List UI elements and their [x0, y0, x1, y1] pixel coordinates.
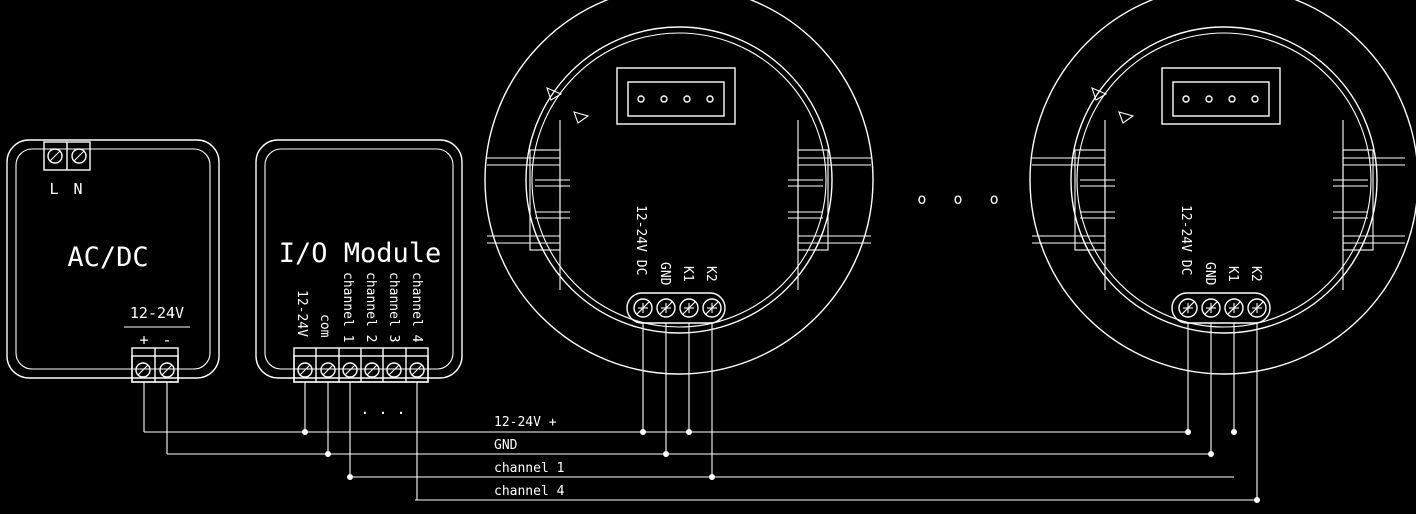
- junction-dot: [663, 451, 669, 457]
- device-2-top-connector: [1161, 67, 1281, 125]
- wiring: 12-24V + GND channel 1 channel 4: [143, 323, 1260, 503]
- device-1-outer-ring: [484, 0, 874, 375]
- terminal-screw-icon: [297, 362, 313, 378]
- device-1-right-clip: [788, 120, 871, 290]
- junction-dot: [347, 474, 353, 480]
- device-1-label-12-24v-dc: 12-24V DC: [633, 205, 648, 275]
- junction-dot: [1208, 451, 1214, 457]
- terminal-screw-icon: [386, 362, 402, 378]
- io-terminal-label-channel-1: channel 1: [340, 272, 355, 342]
- terminal-screw-icon: [1201, 298, 1221, 318]
- bus-label-channel-4: channel 4: [494, 484, 565, 499]
- terminal-screw-icon: [1247, 298, 1267, 318]
- terminal-screw-icon: [1178, 298, 1198, 318]
- acdc-minus-label: -: [162, 331, 171, 349]
- device-2-inner-ring: [1070, 26, 1378, 334]
- junction-dot: [1231, 429, 1237, 435]
- acdc-output-terminal: [131, 347, 179, 383]
- triangle-marker-icon: [546, 87, 563, 101]
- io-module: I/O Module 12-24V com channel 1 channel …: [255, 139, 463, 418]
- device-2-terminal-block: [1171, 292, 1271, 324]
- acdc-title: AC/DC: [67, 242, 148, 273]
- acdc-label-L: L: [49, 180, 58, 198]
- io-terminal-label-channel-3: channel 3: [386, 272, 401, 342]
- acdc-input-terminal: [43, 141, 91, 171]
- continuation-dots: o o o: [917, 190, 998, 208]
- io-ellipsis: . . .: [360, 400, 405, 418]
- terminal-screw-icon: [135, 362, 151, 378]
- junction-dot: [686, 429, 692, 435]
- triangle-marker-icon: [1118, 111, 1135, 124]
- junction-dot: [302, 429, 308, 435]
- terminal-screw-icon: [159, 362, 175, 378]
- acdc-module: L N AC/DC 12-24V + -: [6, 139, 220, 383]
- device-2-label-k1: K1: [1225, 266, 1240, 282]
- junction-dot: [325, 451, 331, 457]
- io-terminal-block: [293, 347, 429, 383]
- device-1-top-connector: [616, 67, 736, 125]
- terminal-screw-icon: [320, 362, 336, 378]
- device-2-label-k2: K2: [1248, 266, 1263, 282]
- terminal-screw-icon: [679, 298, 699, 318]
- terminal-screw-icon: [71, 148, 87, 164]
- terminal-screw-icon: [409, 362, 425, 378]
- terminal-screw-icon: [364, 362, 380, 378]
- acdc-inner-box: [15, 148, 211, 370]
- bus-label-12-24v: 12-24V +: [494, 415, 557, 430]
- device-2-right-clip: [1333, 120, 1405, 290]
- io-title: I/O Module: [279, 238, 442, 269]
- junction-dot: [709, 474, 715, 480]
- acdc-outer-box: [6, 139, 220, 379]
- terminal-screw-icon: [633, 298, 653, 318]
- io-outer-box: [255, 139, 463, 379]
- terminal-screw-icon: [47, 148, 63, 164]
- terminal-screw-icon: [342, 362, 358, 378]
- triangle-marker-icon: [1091, 87, 1108, 101]
- io-terminal-label-12-24v: 12-24V: [294, 290, 309, 337]
- io-terminal-label-channel-4: channel 4: [409, 272, 424, 343]
- acdc-plus-label: +: [139, 331, 148, 349]
- terminal-screw-icon: [702, 298, 722, 318]
- device-2-left-clip: [1032, 120, 1115, 290]
- device-1: 12-24V DC GND K1 K2: [484, 0, 874, 375]
- acdc-label-N: N: [73, 180, 82, 198]
- device-1-label-gnd: GND: [657, 262, 672, 286]
- acdc-output-label: 12-24V: [130, 304, 184, 322]
- triangle-marker-icon: [573, 111, 590, 124]
- junction-dot: [1185, 429, 1191, 435]
- bus-label-channel-1: channel 1: [494, 461, 564, 476]
- io-terminal-label-channel-2: channel 2: [363, 272, 378, 342]
- device-2: 12-24V DC GND K1 K2: [1029, 0, 1416, 375]
- junction-dot: [640, 429, 646, 435]
- terminal-screw-icon: [656, 298, 676, 318]
- device-1-label-k1: K1: [680, 266, 695, 282]
- device-1-terminal-block: [626, 292, 726, 324]
- io-inner-box: [264, 148, 454, 370]
- junction-dot: [1254, 497, 1260, 503]
- bus-label-gnd: GND: [494, 438, 518, 453]
- device-2-label-gnd: GND: [1202, 262, 1217, 286]
- terminal-screw-icon: [1224, 298, 1244, 318]
- device-2-outer-ring: [1029, 0, 1416, 375]
- device-1-inner-ring: [525, 26, 833, 334]
- device-2-label-12-24v-dc: 12-24V DC: [1178, 205, 1193, 275]
- io-terminal-label-com: com: [317, 314, 332, 338]
- device-1-label-k2: K2: [703, 266, 718, 282]
- device-1-left-clip: [487, 120, 570, 290]
